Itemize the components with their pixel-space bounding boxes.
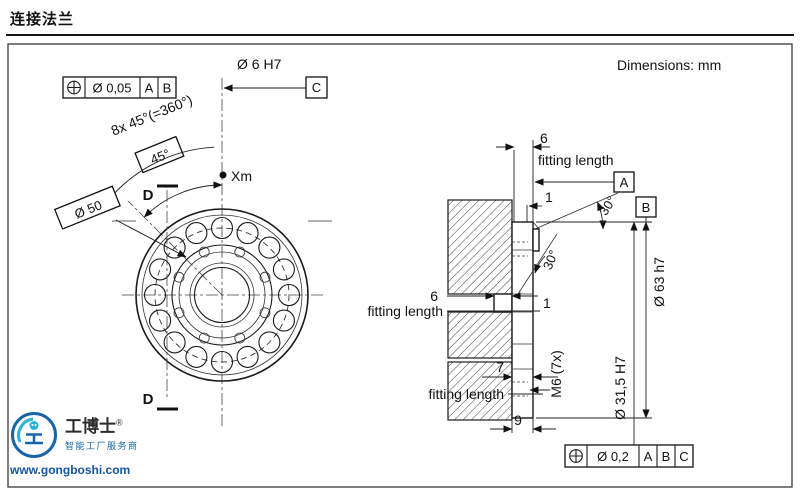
angle-outer-label: 30° (596, 193, 619, 218)
inner-holes (173, 246, 271, 344)
dim-step-top: 1 (526, 189, 553, 222)
datum-c-box (305, 76, 328, 99)
position-tolerance-icon (569, 449, 583, 463)
fitting-mid-value: 6 (430, 288, 438, 304)
page-header: 连接法兰 (6, 0, 794, 36)
datum-b-label: B (642, 200, 651, 215)
flange-plate (511, 221, 534, 419)
fcf-top-datum-b: B (163, 81, 172, 96)
logo-name: 工博士 (65, 416, 116, 436)
fitting-top-value: 6 (540, 130, 548, 146)
xm-label: Xm (231, 168, 252, 184)
dim-angle-inner: 30° (517, 233, 561, 295)
section-label-top: D (143, 187, 154, 204)
drawing-border (7, 43, 793, 488)
fcf-bottom-datum-a: A (644, 449, 653, 464)
fcf-bottom-datum-c: C (679, 449, 688, 464)
datum-b: B (635, 196, 657, 222)
outer-diameter-label: Ø 63 h7 (651, 257, 667, 307)
page-title: 连接法兰 (10, 11, 75, 28)
spigot (493, 293, 513, 313)
fitting-top-label: fitting length (538, 152, 614, 168)
fitting-bottom-label: fitting length (429, 386, 505, 402)
step-top-label: 1 (545, 189, 553, 205)
xm-point: Xm (219, 168, 252, 184)
fcf-top: Ø 0,05 A B (62, 76, 177, 99)
hole-dimension-label: Ø 6 H7 (237, 56, 282, 72)
section-view: 6 fitting length A 1 B (368, 130, 694, 468)
angle-45-dimension: 45° (134, 135, 223, 218)
dim-fitting-mid: 6 fitting length 1 (368, 288, 552, 319)
depth-7-label: 7 (496, 359, 504, 375)
fcf-bottom-datum-b: B (662, 449, 671, 464)
logo-url: www.gongboshi.com (10, 463, 131, 477)
depth-9-label: 9 (514, 412, 522, 428)
flange-step (532, 228, 540, 252)
step-mid-label: 1 (543, 295, 551, 311)
logo: 工博士® 智能工厂服务商 www.gongboshi.com (10, 411, 170, 477)
hole-callout: Ø 6 H7 C (223, 56, 328, 99)
fcf-bottom: Ø 0,2 A B C (564, 444, 694, 468)
dim-depth-7: 7 (482, 359, 558, 381)
front-centerlines (112, 78, 332, 428)
position-tolerance-icon (67, 80, 81, 95)
dim-fitting-bottom: fitting length (429, 386, 543, 402)
fcf-top-datum-a: A (145, 81, 154, 96)
angle-inner-label: 30° (540, 248, 561, 272)
angle-45-label: 45° (148, 146, 172, 167)
logo-badge-icon (11, 412, 57, 458)
fcf-top-tolerance: Ø 0,05 (92, 81, 131, 96)
datum-a-label: A (620, 175, 629, 190)
section-label-bottom: D (143, 391, 154, 408)
diameter-50-callout: Ø 50 (53, 185, 187, 258)
dimensions-note: Dimensions: mm (617, 57, 721, 73)
fitting-mid-label: fitting length (368, 303, 444, 319)
dim-bore-diameter: Ø 31,5 H7 (612, 221, 638, 445)
flange-section (493, 221, 540, 419)
datum-c-label: C (312, 80, 321, 95)
housing-section (447, 199, 513, 421)
datum-a: A (534, 171, 635, 193)
xm-dot (219, 171, 227, 179)
dim-depth-9: 9 (490, 412, 556, 433)
thread-hole-bottom (512, 381, 528, 397)
flange-outline (135, 208, 309, 382)
thread-label: M6 (7x) (548, 350, 564, 397)
front-view: 45° 8x 45°(=360°) Ø 50 Ø 6 H7 (53, 56, 332, 428)
bore-diameter-label: Ø 31,5 H7 (612, 356, 628, 420)
fcf-bottom-tolerance: Ø 0,2 (597, 449, 629, 464)
dim-thread: M6 (7x) (529, 350, 564, 398)
thread-hole-top (512, 241, 528, 257)
section-dd: D D (143, 184, 178, 411)
dim-outer-diameter: Ø 63 h7 (536, 221, 667, 419)
logo-registered-icon: ® (116, 417, 123, 427)
logo-subtitle: 智能工厂服务商 (65, 441, 139, 452)
